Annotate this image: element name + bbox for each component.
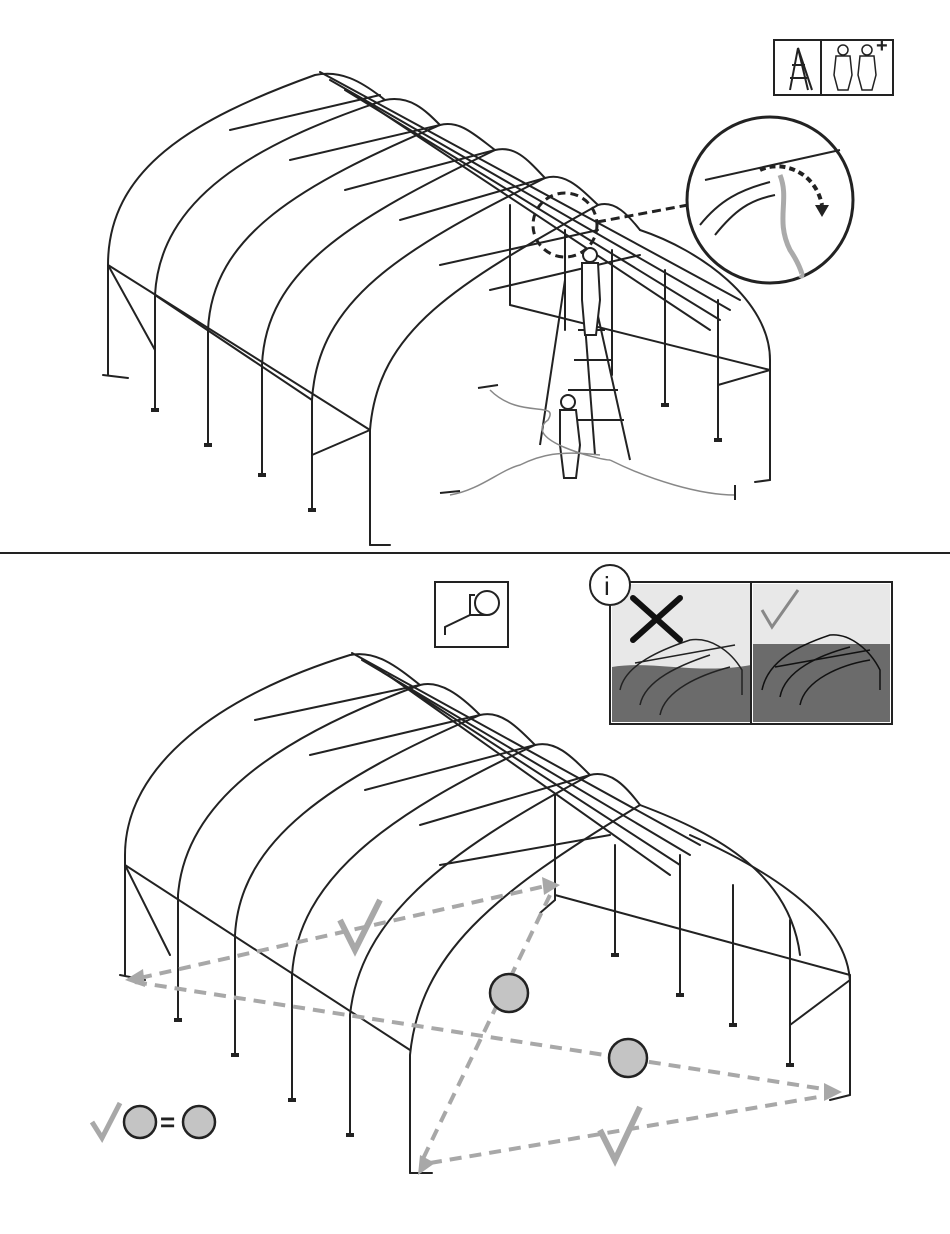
plus-label: + [876,35,888,57]
worker-ground [560,395,580,478]
frame-assembly-illustration: + [0,0,950,552]
base-plates [174,953,794,1137]
diagonal-1-marker [490,974,528,1012]
equals-sign: = [160,1107,175,1137]
tape-measure-box [435,582,508,647]
check-icon [600,1107,640,1160]
diagonal-2-marker [609,1039,647,1077]
worker-on-ladder [582,248,600,335]
legend-circle-b [183,1106,215,1138]
callout-leader [597,205,688,222]
rope-tie-callout [687,117,853,283]
step-bottom-panel: i [0,555,950,1229]
legend: = [92,1103,215,1138]
arch [108,74,385,375]
diagonal-measure-lines [135,885,830,1165]
panel-divider [0,552,950,554]
frame-lower [120,653,850,1173]
measure-diagonals-illustration: i [0,555,950,1229]
guy-rope [450,390,735,495]
tools-box: + [774,35,893,95]
legend-circle-a [124,1106,156,1138]
legend-check-icon [92,1103,120,1138]
info-icon: i [590,565,630,605]
info-panel: i [590,565,892,724]
step-top-panel: + [0,0,950,552]
info-symbol: i [604,571,610,601]
